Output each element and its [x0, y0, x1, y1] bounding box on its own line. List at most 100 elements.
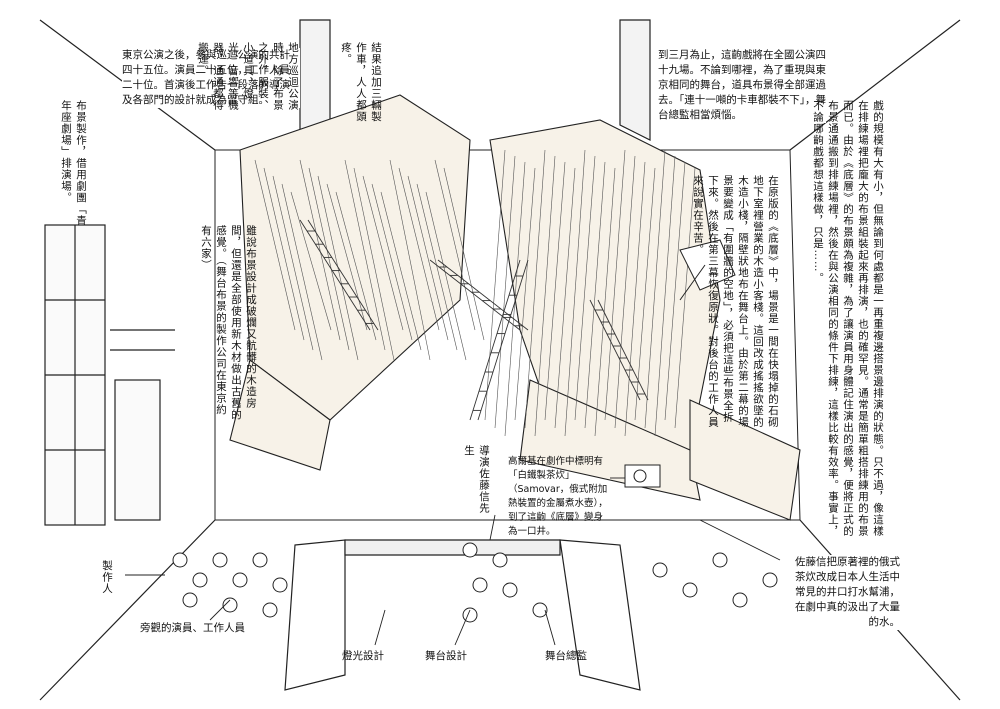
- left-wall-door: [114, 379, 161, 521]
- ladder: [589, 299, 649, 401]
- plank-line: [434, 159, 476, 331]
- label-producer: 製作人: [101, 560, 113, 595]
- label-stage-manager: 舞台總監: [545, 650, 587, 662]
- person: [212, 552, 228, 568]
- floor-marker-strip: [344, 539, 561, 556]
- plank-line: [398, 167, 440, 331]
- ladder: [469, 259, 529, 421]
- plank-line: [317, 175, 359, 361]
- person: [252, 552, 268, 568]
- plank-line: [494, 155, 516, 429]
- ladders: [299, 219, 649, 421]
- plank-line: [254, 159, 296, 331]
- note-march-tour: 到三月為止，這齣戲將在全國公演四十九場。不論到哪裡，為了重現與東京相同的舞台，道…: [658, 48, 826, 123]
- note-rehearsal-scale: 戲的規模有大有小，但無論到何處都是一再重複邊搭景邊排演的狀態。只不過，像這樣在排…: [812, 100, 884, 537]
- plank-line: [574, 155, 596, 421]
- set-broken-plank-panel: [689, 399, 801, 521]
- plank-line: [425, 191, 467, 361]
- person: [472, 577, 488, 593]
- plank-line: [308, 167, 350, 351]
- plank-line: [484, 149, 506, 421]
- well-pump-wheel: [633, 469, 647, 483]
- person: [712, 552, 728, 568]
- set-shack-lower-left: [229, 359, 331, 471]
- plank-line: [362, 175, 404, 331]
- plank-line: [326, 183, 368, 331]
- plank-line: [674, 167, 696, 429]
- plank-hatching: [254, 149, 696, 437]
- ladder: [429, 259, 529, 331]
- director-table-right: [559, 539, 641, 691]
- person: [192, 572, 208, 588]
- leader-stage-design: [454, 609, 471, 646]
- plank-line: [624, 161, 646, 437]
- plank-line: [504, 161, 526, 437]
- note-tokyo-performances: 東京公演之後，參與巡迴公演的共計四十五位。演員二十五位，工作人員二十位。首演後工…: [122, 48, 300, 108]
- note-set-reuse: 雖說布景設計成破爛又骯髒的木造房間，但還是全部使用新木材做出古舊的感覺。（舞台布…: [200, 225, 257, 421]
- plank-line: [263, 167, 305, 341]
- leader-well: [699, 519, 781, 561]
- plank-line: [514, 167, 536, 421]
- label-director: 導演佐藤信先生: [463, 445, 490, 514]
- note-touring-crew: 地方巡迴公演時，除了布景之外，服裝、小道具、燈光、音響等機器，通通都得搬運。: [197, 42, 299, 111]
- plank-line: [584, 161, 606, 429]
- room-edge-top-right: [789, 19, 961, 151]
- plank-line: [443, 167, 485, 341]
- plank-line: [544, 161, 566, 421]
- plank-line: [634, 167, 656, 421]
- person: [262, 602, 278, 618]
- leader-stage-manager: [544, 609, 556, 646]
- plank-line: [534, 155, 556, 437]
- label-lighting: 燈光設計: [342, 650, 384, 662]
- plank-line: [290, 191, 332, 331]
- person: [652, 562, 668, 578]
- leader-actors-staff: [209, 599, 231, 621]
- person: [502, 582, 518, 598]
- plank-line: [272, 175, 314, 351]
- note-original-version: 在原版的《底層》中，場景是一間在快塌掉的石砌地下室裡營業的木造小客棧。這回改成搖…: [692, 175, 779, 428]
- person: [492, 552, 508, 568]
- plank-line: [564, 149, 586, 437]
- plank-line: [353, 167, 395, 361]
- plank-line: [299, 159, 341, 341]
- person: [732, 592, 748, 608]
- plank-line: [389, 159, 431, 361]
- person: [182, 592, 198, 608]
- leader-lighting: [374, 609, 386, 646]
- leader-director: [489, 514, 496, 541]
- umbrella-handle: [679, 264, 706, 301]
- plank-line: [281, 183, 323, 361]
- plank-line: [614, 155, 636, 429]
- umbrella-prop: [679, 239, 736, 291]
- person: [532, 602, 548, 618]
- plank-line: [604, 149, 626, 421]
- note-set-making: 布景製作，借用劇團「青年座劇場」排演場。: [60, 100, 87, 227]
- person: [272, 577, 288, 593]
- plank-line: [371, 183, 413, 341]
- plank-line: [654, 155, 676, 437]
- note-props-trucks: 結果追加三輛製作車，人人都頭疼。: [340, 42, 382, 123]
- label-stage-design: 舞台設計: [425, 650, 467, 662]
- plank-line: [554, 167, 576, 429]
- plank-line: [644, 149, 666, 429]
- person: [762, 572, 778, 588]
- room-edge-bottom-left: [39, 519, 216, 701]
- note-well: 佐藤信把原著裡的俄式茶炊改成日本人生活中常見的井口打水幫浦，在劇中真的汲出了大量…: [790, 555, 900, 630]
- director-table-left: [284, 539, 346, 691]
- plank-line: [380, 191, 422, 351]
- person: [172, 552, 188, 568]
- plank-line: [344, 159, 386, 351]
- plank-line: [407, 175, 449, 341]
- label-actors-staff: 旁觀的演員、工作人員: [140, 622, 245, 634]
- note-samovar: 高爾基在劇作中標明有「白鐵製茶炊」（Samovar，俄式附加熱裝置的金屬煮水壺）…: [508, 456, 608, 537]
- set-shack-left: [239, 94, 471, 421]
- ladder: [299, 219, 379, 331]
- plank-line: [524, 149, 546, 429]
- set-shack-right: [489, 119, 721, 451]
- plank-line: [594, 167, 616, 437]
- plank-line: [335, 191, 377, 341]
- person: [232, 572, 248, 588]
- plank-line: [416, 183, 458, 351]
- ceiling-beam-right: [619, 19, 651, 141]
